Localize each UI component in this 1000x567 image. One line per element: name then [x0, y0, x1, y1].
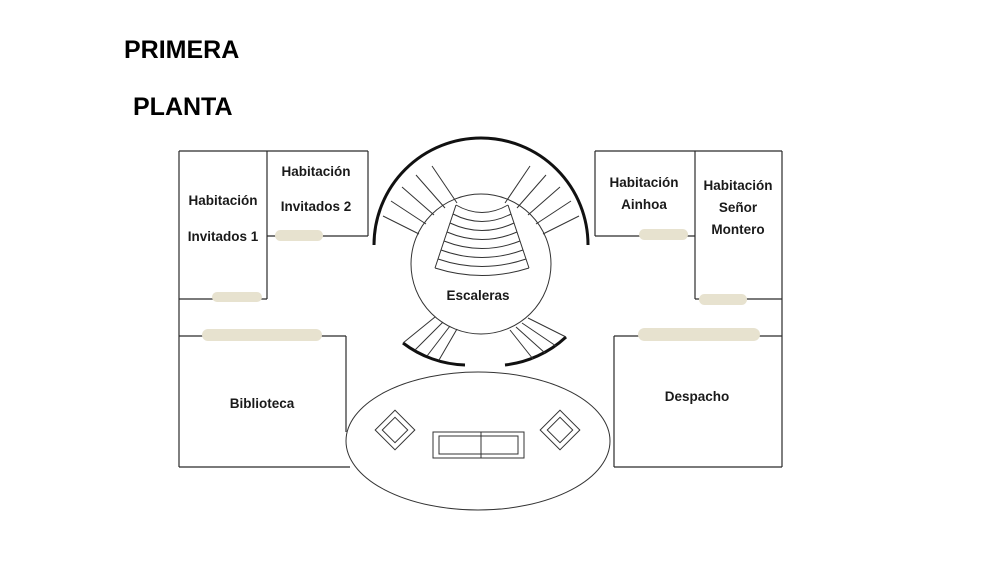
room-ainhoa-label-line-2: Ainhoa — [621, 197, 667, 212]
lounge-area — [345, 371, 611, 511]
armchair-right — [539, 409, 581, 451]
room-ainhoa-label-line-1: Habitación — [609, 175, 678, 190]
lounge-oval — [345, 371, 611, 511]
room-guest-2: Habitación Invitados 2 — [267, 151, 369, 241]
room-library-label: Biblioteca — [230, 396, 295, 411]
room-montero: Habitación Señor Montero — [694, 178, 782, 305]
room-montero-label-line-1: Habitación — [703, 178, 772, 193]
plan-title-line-2: PLANTA — [133, 93, 233, 121]
stair-flight-lower-right — [509, 317, 567, 360]
stair-core-circle — [410, 193, 552, 335]
stairs-label: Escaleras — [446, 288, 509, 303]
stair-outer-arc-bottom-left — [402, 341, 466, 367]
door-office — [638, 328, 760, 341]
room-guest-2-label-line-2: Invitados 2 — [281, 199, 352, 214]
sofa — [432, 431, 525, 459]
door-ainhoa — [639, 229, 688, 240]
room-guest-2-label-line-1: Habitación — [281, 164, 350, 179]
stair-central-treads — [434, 204, 530, 276]
plan-title-line-1: PRIMERA — [124, 36, 240, 64]
room-montero-label-line-3: Montero — [711, 222, 764, 237]
room-library: Biblioteca — [179, 329, 350, 468]
stair-outer-arc-top — [372, 136, 590, 246]
room-office: Despacho — [613, 328, 782, 468]
room-guest-1-label-line-2: Invitados 1 — [188, 229, 259, 244]
room-guest-1: Habitación Invitados 1 — [179, 151, 268, 302]
door-guest-2 — [275, 230, 323, 241]
room-guest-1-label-line-1: Habitación — [188, 193, 257, 208]
stair-flight-lower-left — [402, 316, 458, 361]
staircase: Escaleras — [372, 136, 590, 367]
room-office-label: Despacho — [665, 389, 730, 404]
room-ainhoa: Habitación Ainhoa — [594, 151, 696, 240]
room-montero-label-line-2: Señor — [719, 200, 758, 215]
armchair-left — [374, 409, 416, 451]
outer-walls — [178, 150, 783, 467]
stair-flight-upper-right — [504, 165, 580, 235]
door-library — [202, 329, 322, 341]
door-montero — [699, 294, 747, 305]
stair-outer-arc-bottom-right — [504, 335, 568, 367]
stair-flight-upper-left — [382, 165, 458, 235]
door-guest-1 — [212, 292, 262, 302]
